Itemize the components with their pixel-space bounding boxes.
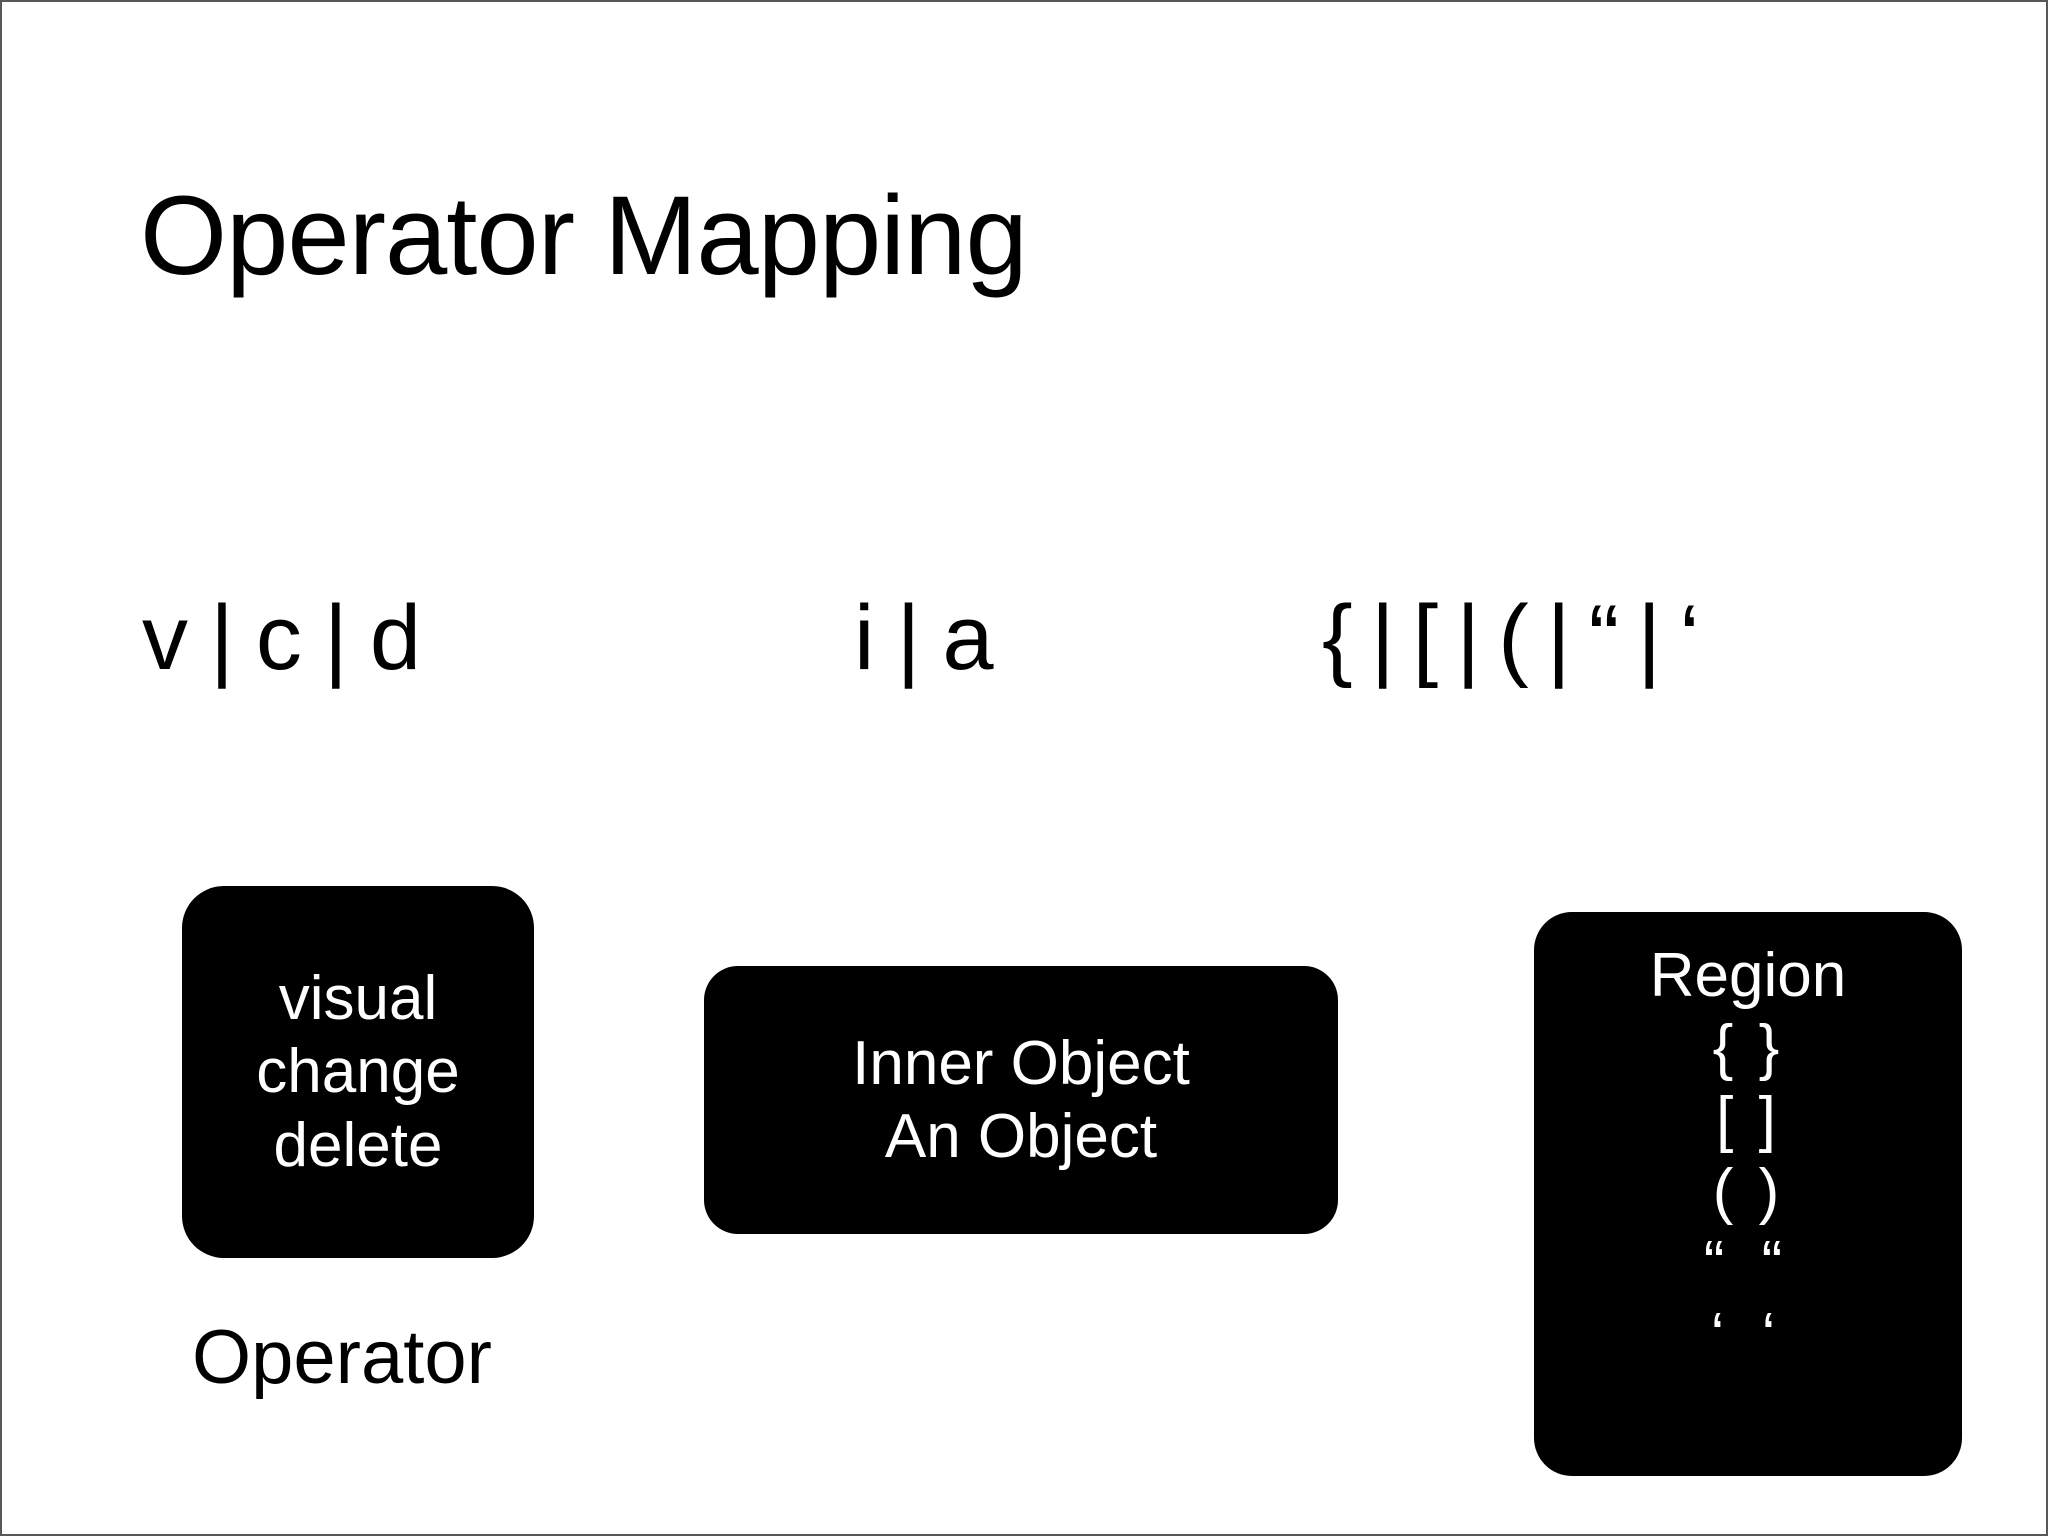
token-delete: d — [369, 587, 421, 689]
object-box: Inner Object An Object — [704, 966, 1338, 1234]
page-title: Operator Mapping — [140, 173, 1028, 298]
token-brace: { — [1322, 587, 1353, 689]
token-single-quote: ‘ — [1679, 587, 1700, 689]
region-token-group: { | [ | ( | “ | ‘ — [1322, 592, 1700, 684]
token-separator: | — [896, 587, 921, 689]
region-box-line-double-quotes: “ “ — [1703, 1228, 1793, 1298]
token-separator: | — [1456, 587, 1481, 689]
operator-box: visual change delete — [182, 886, 534, 1258]
token-paren: ( — [1498, 587, 1529, 689]
token-separator: | — [1637, 587, 1662, 689]
operator-box-line-change: change — [256, 1037, 460, 1107]
token-an: a — [942, 587, 994, 689]
token-visual: v — [142, 587, 188, 689]
operator-box-caption: Operator — [192, 1315, 492, 1400]
operator-box-line-visual: visual — [278, 964, 438, 1034]
object-box-line-an: An Object — [884, 1102, 1158, 1171]
region-box-line-parens: ( ) — [1712, 1156, 1784, 1226]
token-change: c — [255, 587, 302, 689]
token-separator: | — [1546, 587, 1571, 689]
object-token-group: i | a — [854, 592, 994, 684]
token-inner: i — [854, 587, 875, 689]
token-separator: | — [210, 587, 234, 689]
token-double-quote: “ — [1588, 587, 1620, 689]
token-separator: | — [1370, 587, 1395, 689]
token-bracket: [ — [1412, 587, 1439, 689]
object-box-line-inner: Inner Object — [852, 1028, 1190, 1098]
token-separator: | — [323, 587, 348, 689]
operator-token-group: v | c | d — [142, 592, 421, 684]
region-box-line-single-quotes: ‘ ‘ — [1710, 1300, 1786, 1370]
region-box-line-braces: { } — [1712, 1012, 1784, 1082]
region-box: Region { } [ ] ( ) “ “ ‘ ‘ — [1534, 912, 1962, 1476]
region-box-heading: Region — [1649, 941, 1847, 1010]
region-box-line-brackets: [ ] — [1716, 1084, 1780, 1154]
operator-box-line-delete: delete — [273, 1110, 443, 1180]
